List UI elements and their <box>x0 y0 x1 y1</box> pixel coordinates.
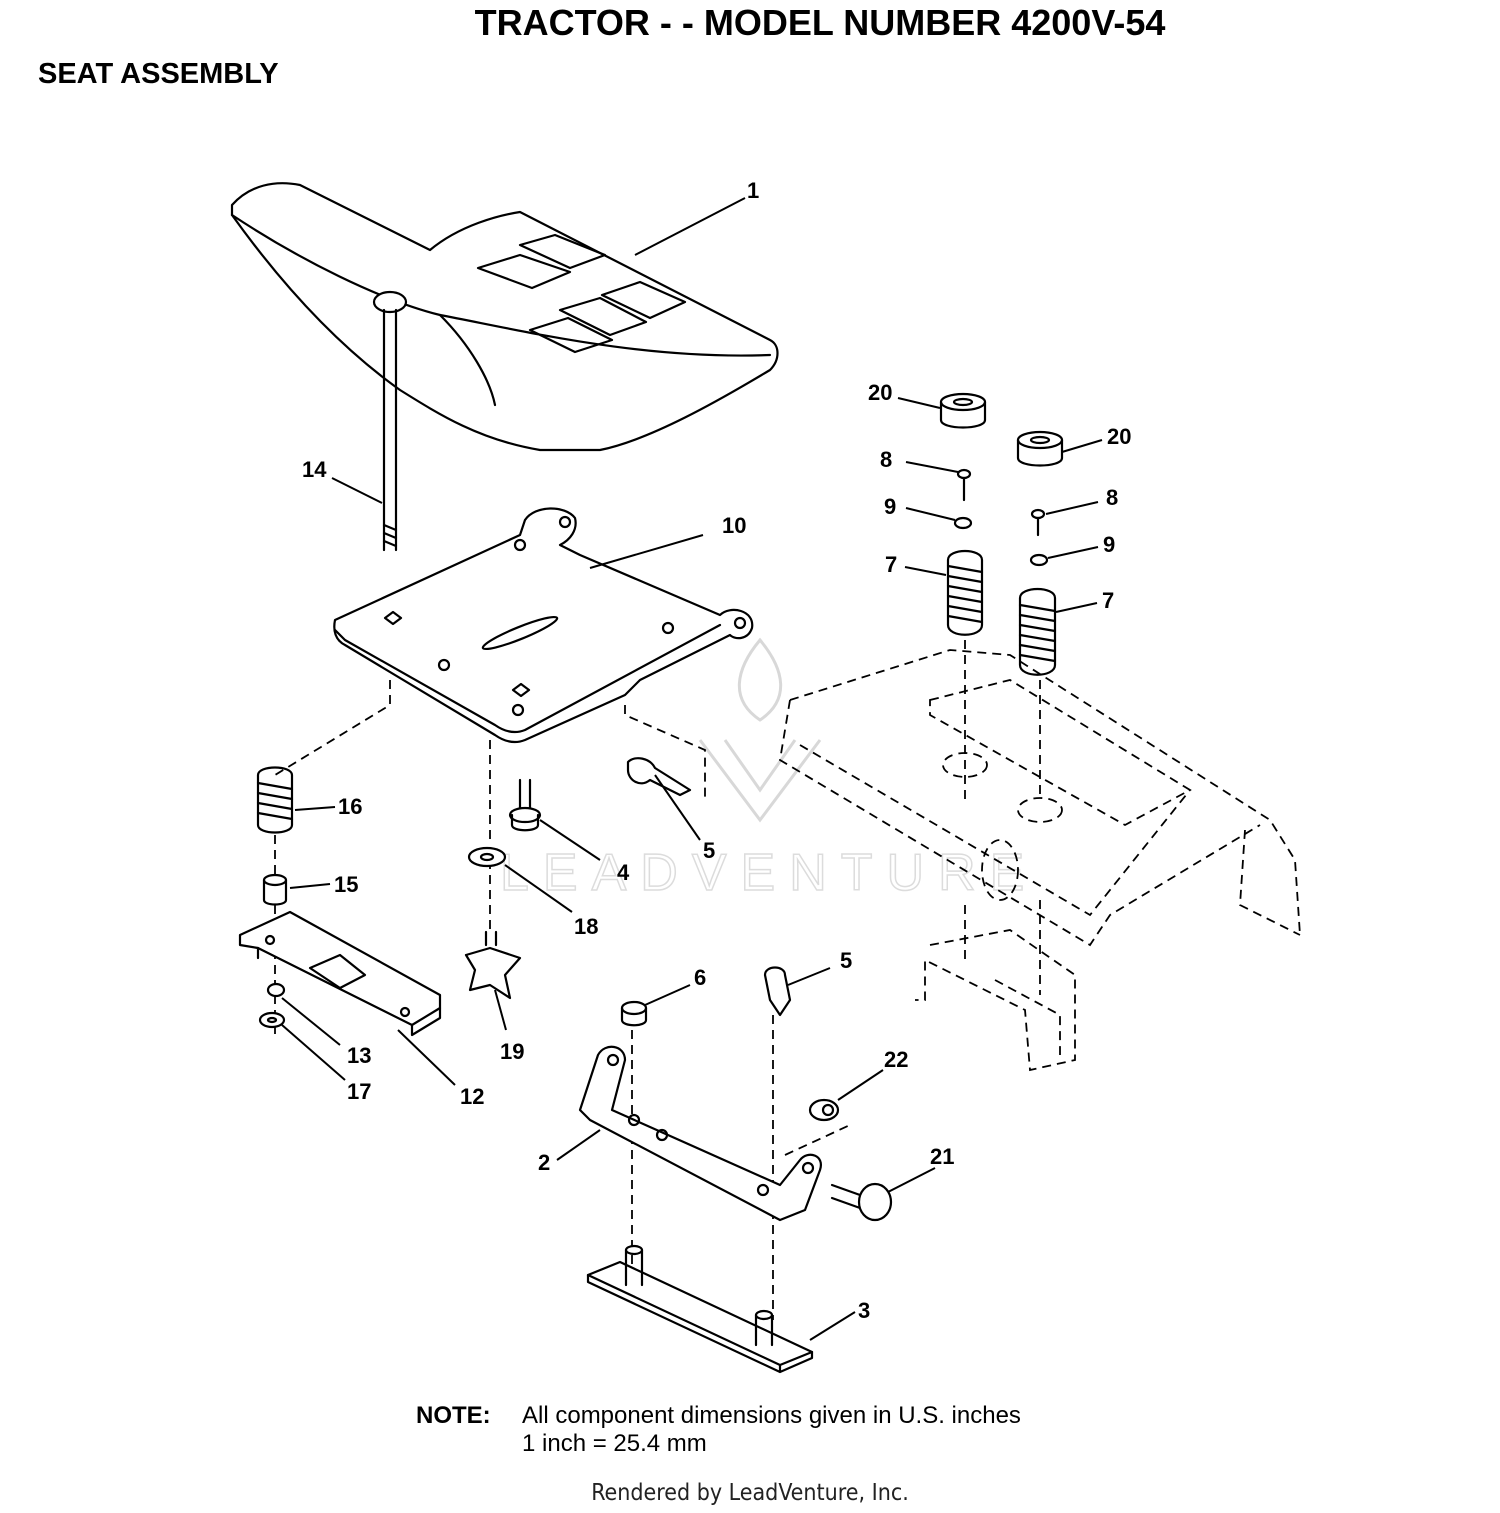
washer-part-18[interactable] <box>467 846 507 868</box>
nut-part-13[interactable] <box>266 982 286 998</box>
callout-4: 4 <box>617 860 630 885</box>
pivot-bracket-part-2[interactable] <box>578 1045 822 1222</box>
locknut-part-6[interactable] <box>620 1000 648 1027</box>
bushing-part-20-right[interactable] <box>1016 430 1064 467</box>
knob-part-19[interactable] <box>464 930 522 1000</box>
callout-8-left: 8 <box>880 447 892 472</box>
carriage-bolt-part-14[interactable] <box>372 290 408 552</box>
callout-7-right: 7 <box>1102 588 1114 613</box>
callout-20-right: 20 <box>1107 424 1131 449</box>
callout-2: 2 <box>538 1150 550 1175</box>
nut-part-22[interactable] <box>808 1098 840 1122</box>
washer-part-17[interactable] <box>258 1011 286 1029</box>
note-line-2: 1 inch = 25.4 mm <box>522 1430 707 1457</box>
slide-bracket-part-12[interactable] <box>238 910 442 1037</box>
render-credit: Rendered by LeadVenture, Inc. <box>591 1480 909 1506</box>
seat-part-1[interactable] <box>230 182 779 452</box>
screw-part-8-left[interactable] <box>956 468 972 502</box>
callout-5-upper: 5 <box>703 838 715 863</box>
spring-part-16[interactable] <box>256 766 294 834</box>
spacer-part-15[interactable] <box>262 873 288 906</box>
washer-part-9-right[interactable] <box>1029 553 1049 567</box>
mounting-plate-part-3[interactable] <box>586 1244 814 1374</box>
section-title: SEAT ASSEMBLY <box>38 58 279 90</box>
watermark-text: LEADVENTURE <box>500 844 1038 902</box>
callout-19: 19 <box>500 1039 524 1064</box>
note-label: NOTE: <box>416 1402 491 1429</box>
callout-3: 3 <box>858 1298 870 1323</box>
seat-pan-part-10[interactable] <box>333 507 754 744</box>
clip-part-5-upper[interactable] <box>626 757 692 797</box>
spring-part-7-left[interactable] <box>946 549 984 636</box>
callout-5-lower: 5 <box>840 948 852 973</box>
washer-part-9-left[interactable] <box>953 516 973 530</box>
callout-1: 1 <box>747 178 759 203</box>
callout-12: 12 <box>460 1084 484 1109</box>
callout-18: 18 <box>574 914 598 939</box>
callout-14: 14 <box>302 457 327 482</box>
tractor-body-outline <box>779 649 1301 1072</box>
spring-part-7-right[interactable] <box>1018 587 1057 676</box>
bushing-part-20-left[interactable] <box>939 392 987 429</box>
bolt-part-21[interactable] <box>830 1182 893 1222</box>
callout-20-left: 20 <box>868 380 892 405</box>
dimensions-note: NOTE: All component dimensions given in U… <box>416 1402 1021 1458</box>
shoulder-bolt-part-4[interactable] <box>508 778 542 832</box>
callout-7-left: 7 <box>885 552 897 577</box>
screw-part-8-right[interactable] <box>1030 508 1046 537</box>
callout-6: 6 <box>694 965 706 990</box>
callout-9-right: 9 <box>1103 532 1115 557</box>
callout-15: 15 <box>334 872 358 897</box>
callout-9-left: 9 <box>884 494 896 519</box>
callout-8-right: 8 <box>1106 485 1118 510</box>
clip-part-5-lower[interactable] <box>763 966 792 1017</box>
callout-21: 21 <box>930 1144 954 1169</box>
diagram-title: TRACTOR - - MODEL NUMBER 4200V-54 <box>474 2 1166 43</box>
callout-17: 17 <box>347 1079 371 1104</box>
callout-13: 13 <box>347 1043 371 1068</box>
alignment-lines <box>274 640 1041 1320</box>
note-line-1: All component dimensions given in U.S. i… <box>522 1402 1021 1429</box>
callout-labels: 1 2 3 4 5 5 6 7 7 8 8 9 9 10 12 13 14 15… <box>302 178 1131 1323</box>
leader-lines <box>281 197 1103 1341</box>
callout-16: 16 <box>338 794 362 819</box>
callout-22: 22 <box>884 1047 908 1072</box>
callout-10: 10 <box>722 513 746 538</box>
